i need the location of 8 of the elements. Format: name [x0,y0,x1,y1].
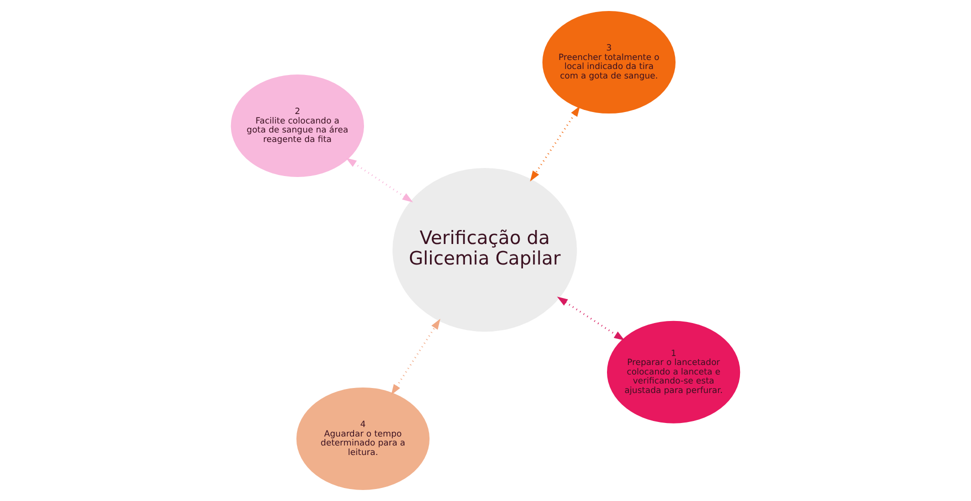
node-ellipse: 4 Aguardar o tempo determinado para a leitura. [296,387,430,490]
arrow [391,318,440,396]
arrow [530,106,580,182]
arrow [346,158,414,202]
node-ellipse: 1 Preparar o lancetador colocando a lanceta e verificando-se esta ajustada para perfurar. [607,320,740,424]
node-ellipse: 3 Preencher totalmente o local indicado da tira com a gota de sangue. [542,11,676,114]
arrow [557,296,625,340]
node-ellipse: 2 Facilite colocando a gota de sangue na área reagente da fita [230,74,364,177]
